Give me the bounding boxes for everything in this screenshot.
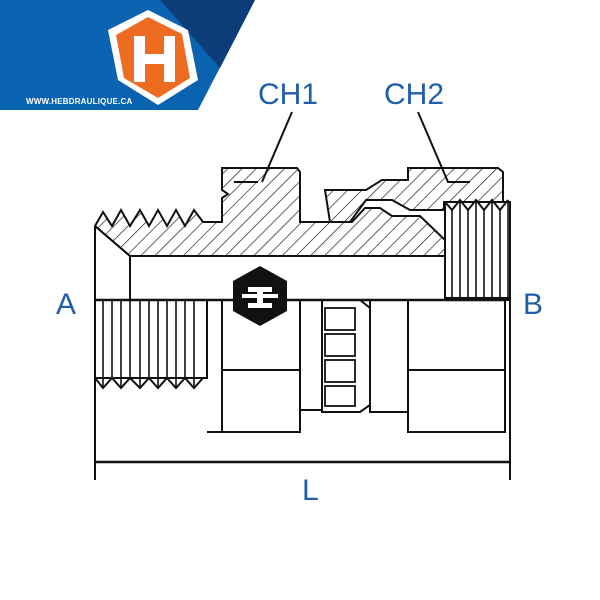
sleeve-left: [299, 299, 323, 411]
section-upper: [93, 167, 511, 300]
label-ch2: CH2: [384, 78, 444, 111]
hex-ch2-outline: [407, 299, 506, 433]
center-logo-icon: [233, 266, 287, 326]
bore-chamfer: [94, 225, 131, 257]
female-thread-upper: [444, 198, 511, 299]
brand-banner: WWW.HEBDRAULIQUE.CA: [0, 0, 255, 110]
label-b: B: [523, 288, 543, 321]
label-a: A: [56, 288, 76, 321]
section-lower: [94, 299, 510, 433]
male-thread-left: [94, 299, 208, 390]
label-ch1: CH1: [258, 78, 318, 111]
shoulder-left: [207, 299, 223, 433]
body-section: [93, 167, 446, 257]
ring-grooves: [324, 307, 356, 407]
logo-h-icon: [134, 36, 175, 82]
banner-dark-band: [160, 0, 255, 68]
sleeve-right: [369, 299, 409, 413]
website-url: WWW.HEBDRAULIQUE.CA: [26, 97, 132, 106]
label-l: L: [302, 474, 319, 507]
